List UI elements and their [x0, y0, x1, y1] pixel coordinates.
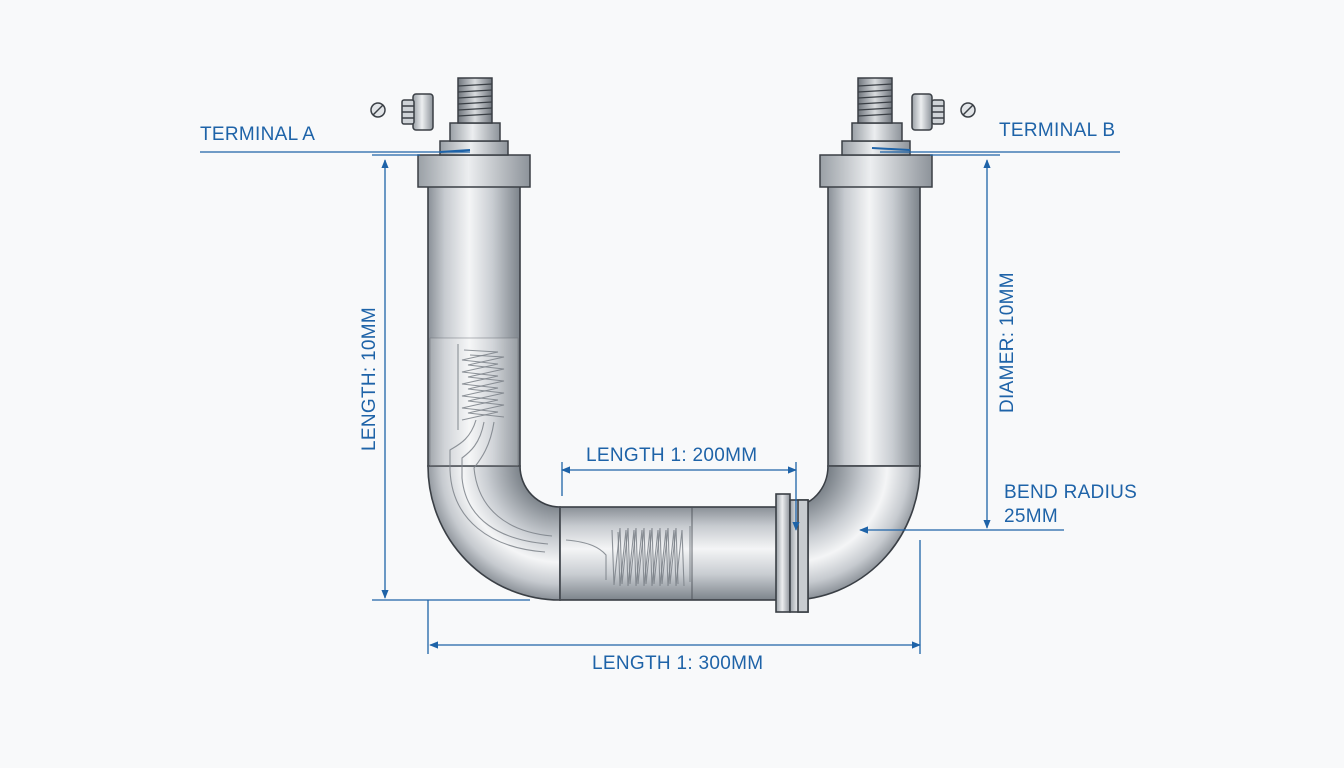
- terminal-a-label: TERMINAL A: [200, 124, 316, 145]
- length-vertical-label: LENGTH: 10MM: [359, 306, 380, 451]
- internal-coil-bottom: [565, 526, 691, 587]
- flange-coupling: [775, 493, 809, 613]
- right-bend: [789, 465, 921, 601]
- bend-radius-label-line1: BEND RADIUS: [1004, 482, 1138, 503]
- dimension-lines: [200, 147, 1120, 654]
- bend-radius-label-line2: 25MM: [1004, 506, 1058, 527]
- terminal-b: [819, 77, 976, 188]
- terminal-b-label: TERMINAL B: [999, 120, 1116, 141]
- heating-element-pipe: [427, 185, 921, 601]
- overall-length-label: LENGTH 1: 300MM: [592, 653, 764, 674]
- internal-coil-left: [449, 344, 553, 553]
- left-bend: [427, 465, 561, 601]
- terminal-a: [370, 77, 531, 188]
- diameter-label: DIAMER: 10MM: [997, 272, 1018, 413]
- right-tube: [827, 185, 921, 467]
- inner-length-label: LENGTH 1: 200MM: [586, 445, 758, 466]
- left-tube: [427, 185, 521, 467]
